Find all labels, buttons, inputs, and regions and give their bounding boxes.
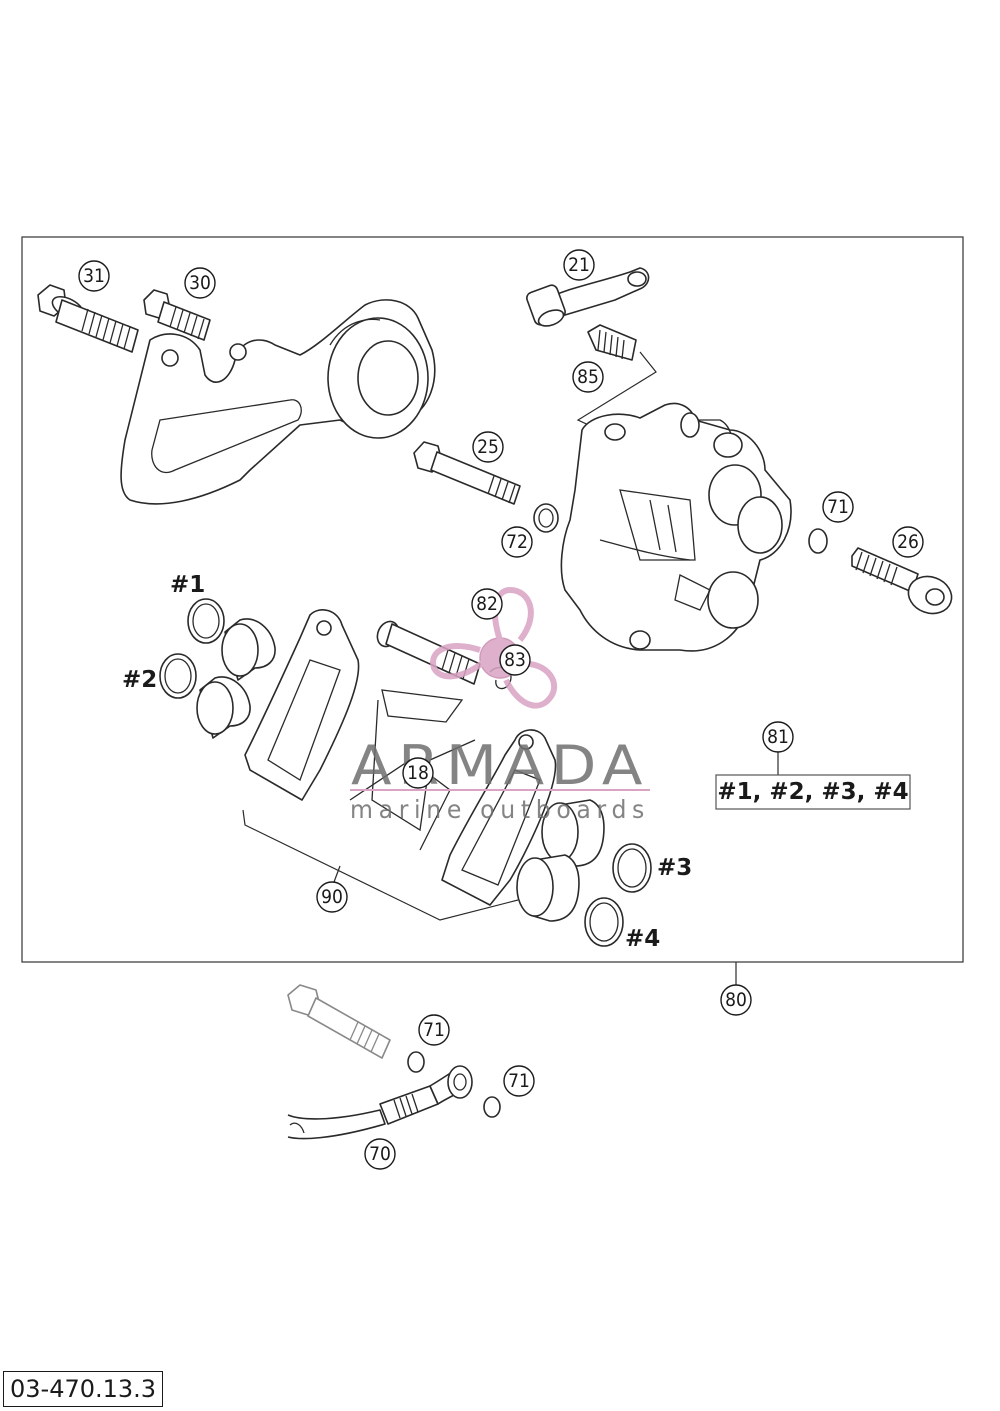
callout-label: 71 bbox=[508, 1070, 530, 1092]
piston-4 bbox=[516, 854, 580, 922]
kit-contents-box bbox=[715, 774, 911, 810]
piston-2 bbox=[196, 676, 251, 739]
callout: 26 bbox=[892, 526, 924, 558]
seal-ring-3-inner bbox=[617, 848, 647, 888]
callout-label: 21 bbox=[568, 254, 590, 276]
seal-ring-2 bbox=[159, 653, 197, 699]
callout-label: 72 bbox=[506, 531, 528, 553]
brake-hose-70 bbox=[287, 1065, 473, 1140]
armada-watermark: ARMADA marine outboards bbox=[350, 586, 650, 824]
callout: 83 bbox=[499, 644, 531, 676]
bolt-part-26 bbox=[851, 547, 953, 615]
seal-ring-2-inner bbox=[164, 658, 192, 694]
bolt-part-31 bbox=[37, 284, 139, 353]
callout: 30 bbox=[184, 267, 216, 299]
callout-label: 83 bbox=[504, 649, 526, 671]
callout-label: 71 bbox=[827, 496, 849, 518]
piston-3 bbox=[541, 799, 605, 867]
o-ring-71-middle bbox=[407, 1051, 425, 1073]
banjo-bolt bbox=[287, 984, 391, 1059]
seal-ring-4 bbox=[584, 897, 624, 947]
callout: 72 bbox=[501, 526, 533, 558]
piston-1 bbox=[221, 618, 276, 681]
callout-label: 70 bbox=[369, 1143, 391, 1165]
callout: 85 bbox=[572, 361, 604, 393]
callout-label: 18 bbox=[407, 762, 429, 784]
brake-pad-right bbox=[441, 729, 557, 906]
callout: 71 bbox=[822, 491, 854, 523]
leader-90-stem bbox=[333, 865, 341, 883]
caliper-bracket bbox=[120, 299, 436, 505]
brake-pad-left bbox=[244, 609, 360, 801]
callout: 31 bbox=[78, 260, 110, 292]
bolt-part-25 bbox=[413, 441, 521, 505]
bolt-part-30 bbox=[143, 289, 211, 341]
watermark-tagline: marine outboards bbox=[350, 795, 650, 824]
callout: 81 bbox=[762, 721, 794, 753]
callout: 82 bbox=[471, 588, 503, 620]
seal-ring-3 bbox=[612, 843, 652, 893]
callout: 70 bbox=[364, 1138, 396, 1170]
callout-label: 82 bbox=[476, 593, 498, 615]
washer-72 bbox=[533, 503, 559, 533]
callout: 71 bbox=[418, 1014, 450, 1046]
callout: 80 bbox=[720, 984, 752, 1016]
callout-label: 90 bbox=[321, 886, 343, 908]
callout: 71 bbox=[503, 1065, 535, 1097]
o-ring-71-lower bbox=[483, 1096, 501, 1118]
callout-label: 71 bbox=[423, 1019, 445, 1041]
seal-ring-4-inner bbox=[589, 902, 619, 942]
bleeder-screw-85 bbox=[587, 324, 637, 361]
callout-label: 30 bbox=[189, 272, 211, 294]
callout: 25 bbox=[472, 431, 504, 463]
washer-72-hole bbox=[538, 508, 554, 528]
kit-contents-label: #1, #2, #3, #4 bbox=[717, 779, 908, 805]
callout: 18 bbox=[402, 757, 434, 789]
o-ring-71-upper bbox=[808, 528, 828, 554]
callout: 90 bbox=[316, 881, 348, 913]
seal-group-label: #1 bbox=[170, 572, 205, 598]
diagram-id: 03-470.13.3 bbox=[3, 1371, 164, 1407]
seal-group-label: #2 bbox=[122, 667, 157, 693]
assembly-frame bbox=[21, 236, 964, 963]
callout-label: 85 bbox=[577, 366, 599, 388]
callout-label: 25 bbox=[477, 436, 499, 458]
seal-group-label: #3 bbox=[657, 855, 692, 881]
callout-label: 81 bbox=[767, 726, 789, 748]
seal-ring-1-inner bbox=[192, 603, 220, 639]
seal-group-label: #4 bbox=[625, 926, 660, 952]
callout-label: 31 bbox=[83, 265, 105, 287]
brake-caliper bbox=[560, 402, 792, 652]
callout: 21 bbox=[563, 249, 595, 281]
bleeder-cap-21 bbox=[526, 267, 650, 327]
watermark-brand: ARMADA bbox=[351, 734, 649, 797]
leader-90 bbox=[242, 809, 519, 921]
callout-label: 26 bbox=[897, 531, 919, 553]
seal-ring-1 bbox=[187, 598, 225, 644]
callout-label: 80 bbox=[725, 989, 747, 1011]
